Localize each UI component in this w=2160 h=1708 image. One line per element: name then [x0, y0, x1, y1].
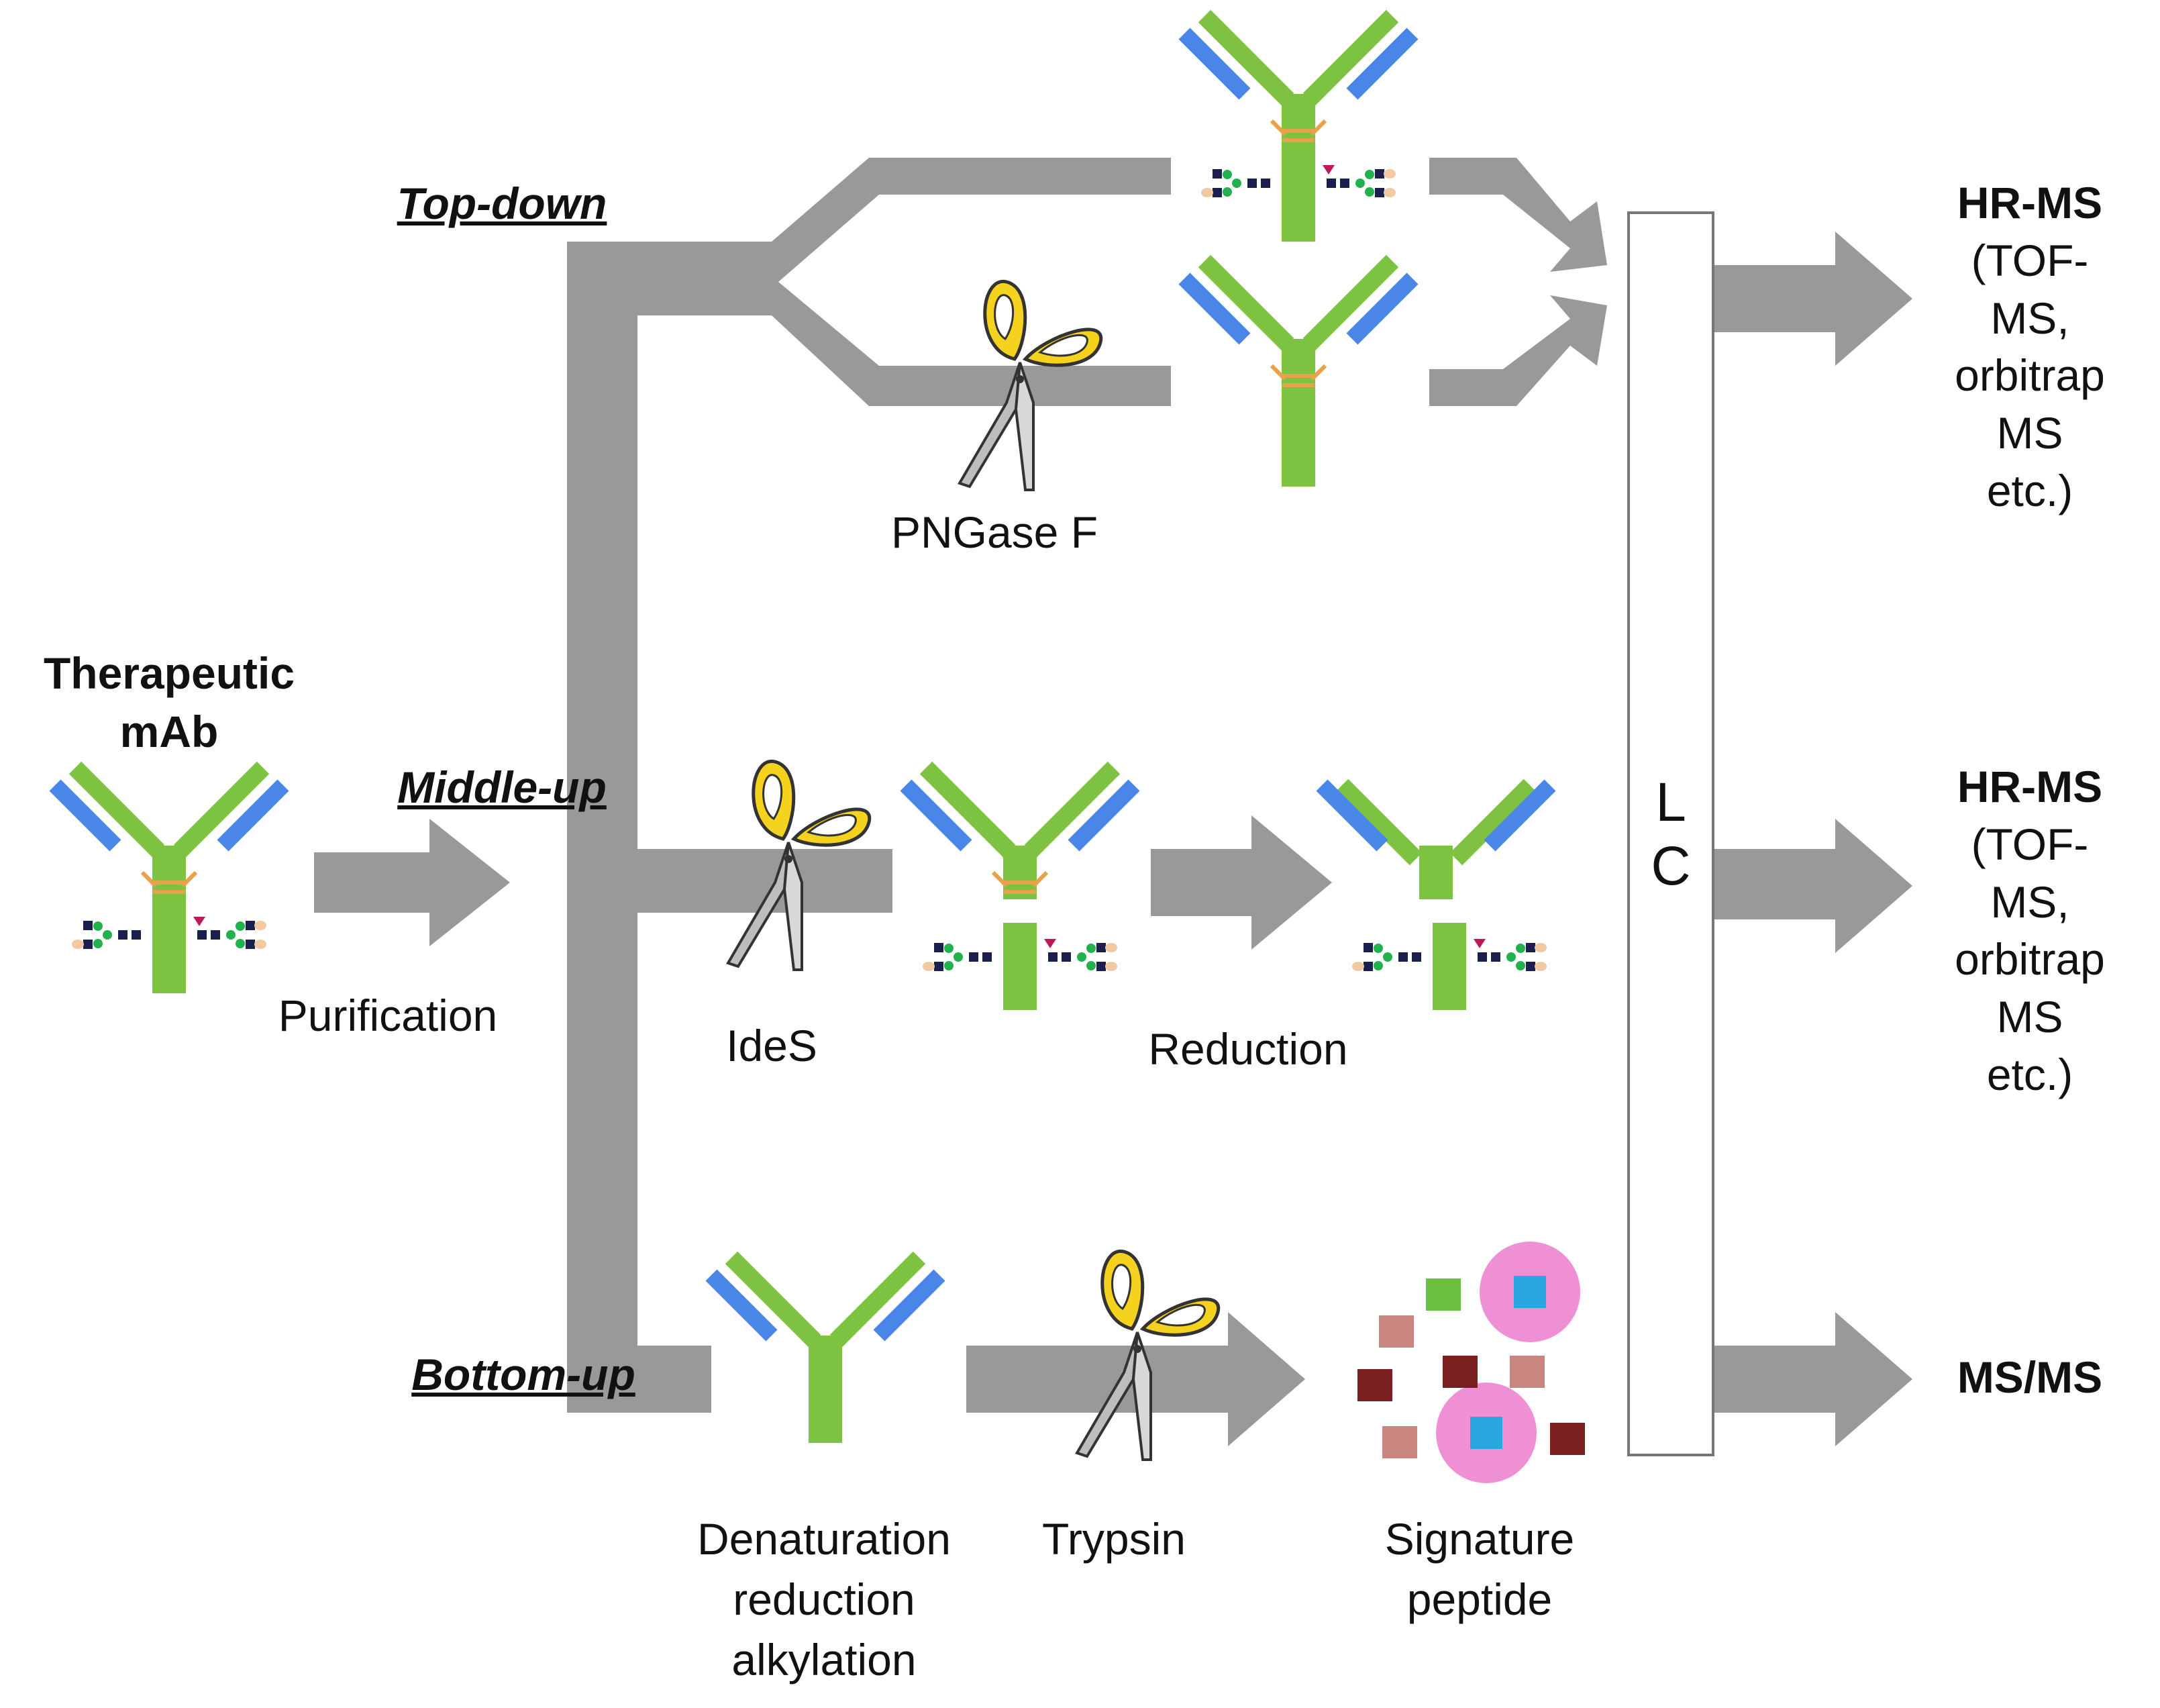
ms-output-3-title: MS/MS [1957, 1352, 2103, 1402]
mab-label: mAb [119, 707, 219, 756]
ms-output-1-line-1: (TOF-MS, [1971, 235, 2089, 343]
ms-output-2-line-1: (TOF-MS, [1971, 819, 2089, 927]
denaturation-line-3: alkylation [731, 1635, 917, 1685]
top-down-branch [637, 158, 1171, 406]
ides-label: IdeS [726, 1021, 817, 1070]
trypsin-label: Trypsin [1042, 1514, 1186, 1564]
fab2-fragment-icon [906, 768, 1134, 899]
mab-deglycosylated-icon [1184, 261, 1412, 487]
ms-output-2-line-3: MS etc.) [1986, 992, 2073, 1099]
peptide-fragments-icon [1357, 1242, 1585, 1483]
reduction-arrow [1151, 815, 1332, 950]
mab-intact-icon [55, 768, 283, 993]
reduction-label: Reduction [1148, 1024, 1348, 1074]
ms-output-2: HR-MS (TOF-MS, orbitrap MS etc.) [1955, 758, 2105, 1104]
lc-letter-c: C [1651, 836, 1691, 897]
purification-arrow [314, 819, 510, 946]
denaturation-line-1: Denaturation [697, 1514, 951, 1564]
middle-up-label: Middle-up [397, 762, 607, 812]
pngase-label: PNGase F [890, 507, 1098, 557]
ms-output-2-title: HR-MS [1957, 762, 2103, 811]
denaturation-line-2: reduction [733, 1574, 915, 1624]
bottom-up-branch [637, 1346, 711, 1413]
top-down-label: Top-down [397, 179, 607, 228]
mab-top-intact-icon [1184, 16, 1412, 242]
lc-column: L C [1627, 211, 1714, 1456]
signature-line-2: peptide [1406, 1574, 1553, 1624]
fc-reduced-icon [1352, 923, 1547, 1010]
ms-output-1-line-3: MS etc.) [1986, 408, 2073, 515]
bottom-up-label: Bottom-up [411, 1350, 635, 1399]
arrow-to-lc-middle [1429, 295, 1607, 406]
fc-fragment-icon [923, 923, 1117, 1010]
signature-line-1: Signature [1384, 1514, 1575, 1564]
arrow-to-lc-top [1429, 158, 1607, 272]
ms-output-1-title: HR-MS [1957, 178, 2103, 228]
purification-label: Purification [278, 991, 498, 1040]
lc-letter-l: L [1655, 772, 1686, 833]
ms-output-2-line-2: orbitrap [1955, 934, 2105, 985]
denatured-chains-icon [711, 1258, 939, 1443]
therapeutic-label: Therapeutic [43, 648, 295, 698]
ms-output-1: HR-MS (TOF-MS, orbitrap MS etc.) [1955, 174, 2105, 520]
ms-arrow-1 [1714, 232, 1912, 366]
ms-output-3: MS/MS [1957, 1349, 2102, 1407]
main-trunk [567, 242, 637, 1413]
ms-arrow-2 [1714, 819, 1912, 953]
ms-output-1-line-2: orbitrap [1955, 350, 2105, 401]
fab-reduced-icon [1322, 785, 1550, 899]
ms-arrow-3 [1714, 1312, 1912, 1446]
